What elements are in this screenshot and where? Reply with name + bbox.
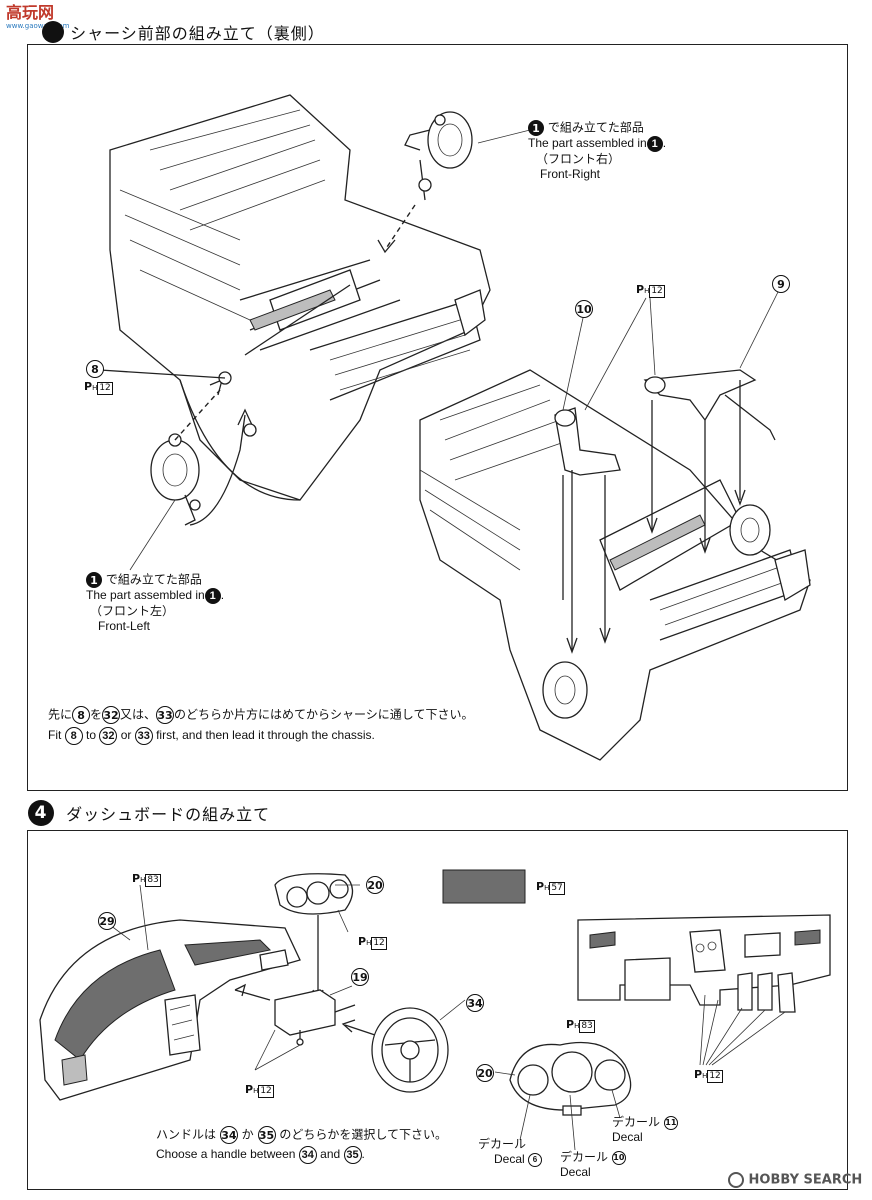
callout-part-29: 29	[98, 912, 116, 930]
callout-part-20-bottom: 20	[476, 1064, 494, 1082]
gauge-cluster-bottom	[509, 1041, 632, 1116]
instruction-en: Fit 8 to 32 or 33 first, and then lead i…	[48, 727, 375, 745]
callout-part-9: 9	[772, 275, 790, 293]
hobby-search-logo-icon	[728, 1172, 744, 1188]
color-swatch	[442, 869, 526, 904]
callout-part-34: 34	[466, 994, 484, 1012]
assembly-ref-badge: 1	[528, 120, 544, 136]
decal-11-label: デカール 11 Decal	[612, 1115, 678, 1144]
callout-part-20-top: 20	[366, 876, 384, 894]
decal-6-label: デカール Decal 6	[478, 1137, 543, 1167]
hub-front-right	[404, 111, 473, 201]
step3-badge	[42, 21, 64, 43]
step3-title: シャーシ前部の組み立て（裏側）	[42, 20, 325, 44]
dashboard-assembled	[577, 914, 831, 1013]
hobby-search-watermark: HOBBY SEARCH	[728, 1172, 862, 1188]
watermark-text: 高玩网	[6, 3, 55, 22]
step4-badge: 4	[28, 800, 54, 826]
watermark-url: www.gaowan.com	[6, 22, 70, 30]
callout-part-8: 8	[86, 360, 104, 378]
dashboard-part-29	[39, 919, 301, 1101]
step4-title: 4 ダッシュボードの組み立て	[28, 800, 270, 826]
steering-wheel-34	[371, 1007, 449, 1093]
step4-frame	[27, 830, 848, 1190]
handle-instruction-jp: ハンドルは 34 か 35 のどちらかを選択して下さい。	[156, 1126, 447, 1144]
chassis-front-view	[109, 94, 491, 501]
decal-10-label: デカール 10 Decal	[560, 1150, 626, 1179]
callout-part-10: 10	[575, 300, 593, 318]
step3-frame	[27, 44, 848, 791]
site-watermark: 高玩网 www.gaowan.com	[6, 3, 70, 31]
handle-instruction-en: Choose a handle between 34 and 35.	[156, 1146, 365, 1164]
gauge-cluster-top	[274, 873, 354, 915]
steering-column-19	[274, 989, 356, 1046]
part-10-arm	[554, 407, 621, 476]
callout-part-19: 19	[351, 968, 369, 986]
